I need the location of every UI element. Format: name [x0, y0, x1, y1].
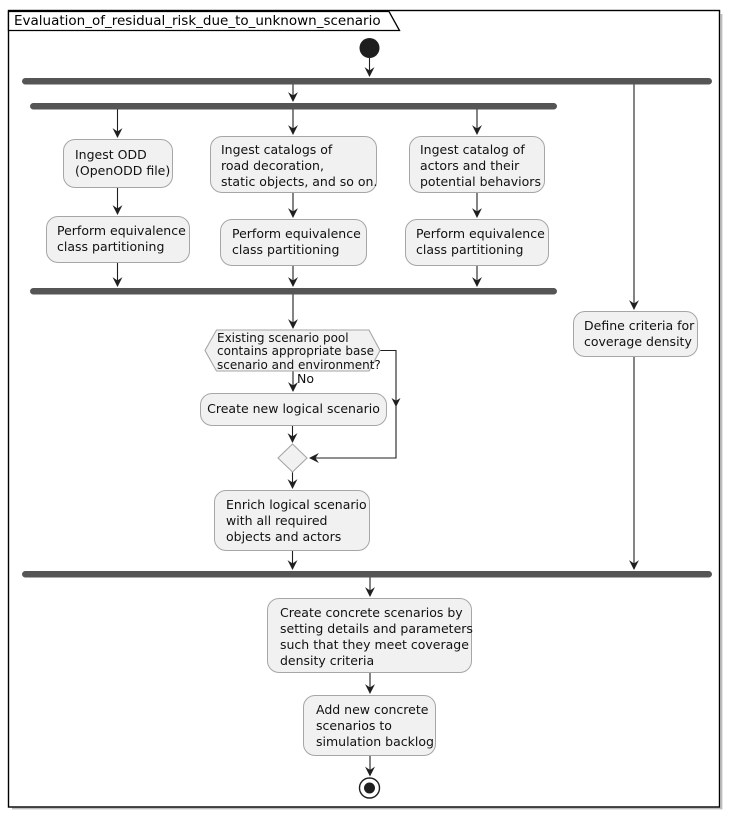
activity-ingest-actors: Ingest catalog of actors and their poten… [409, 136, 545, 193]
activity-perform-ecp-3: Perform equivalence class partitioning [405, 219, 549, 266]
decision-question: Existing scenario pool contains appropri… [217, 331, 381, 372]
decision-no-label: No [297, 371, 314, 386]
frame-title: Evaluation_of_residual_risk_due_to_unkno… [14, 13, 381, 29]
bypass-mid-arrowhead [391, 398, 401, 407]
activity-create-logical-scenario: Create new logical scenario [200, 393, 387, 426]
activity-enrich-logical-scenario: Enrich logical scenario with all require… [214, 490, 370, 551]
fork-bar-outer [22, 78, 712, 85]
activity-ingest-catalogs: Ingest catalogs of road decoration, stat… [210, 136, 377, 193]
activity-perform-ecp-2: Perform equivalence class partitioning [220, 219, 367, 266]
merge-diamond [277, 443, 308, 473]
fork-bar-inner [30, 103, 557, 110]
frame-shadow [12, 14, 723, 810]
activity-perform-ecp-1: Perform equivalence class partitioning [46, 216, 190, 263]
activity-create-concrete-scenarios: Create concrete scenarios by setting det… [267, 598, 473, 673]
join-bar-outer [22, 571, 712, 578]
start-node [359, 38, 380, 58]
frame-title-tab [7, 10, 401, 32]
activity-ingest-odd: Ingest ODD (OpenODD file) [63, 139, 173, 188]
end-node-dot [364, 782, 375, 794]
activity-define-coverage-criteria: Define criteria for coverage density [573, 311, 698, 357]
decision-hexagon [204, 329, 381, 372]
join-bar-inner [30, 288, 557, 295]
activity-add-to-simulation-backlog: Add new concrete scenarios to simulation… [303, 695, 436, 756]
